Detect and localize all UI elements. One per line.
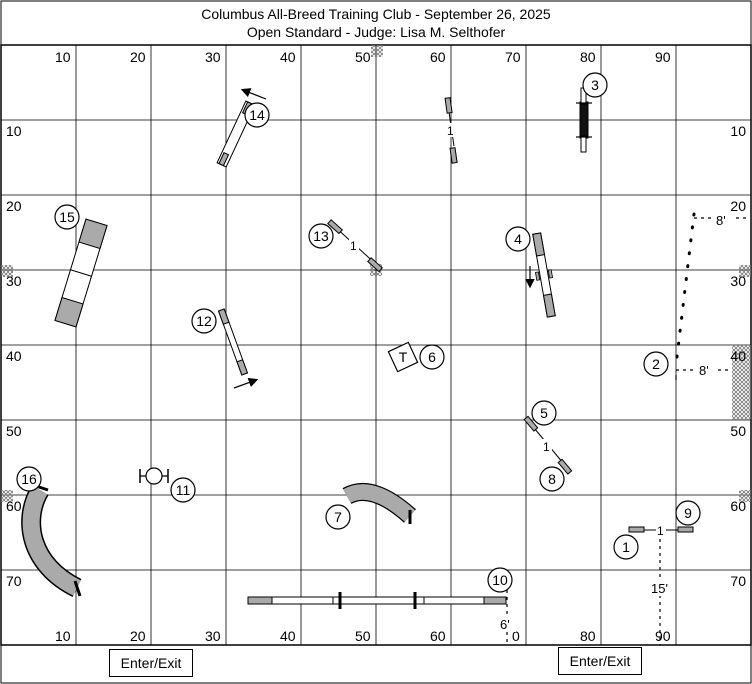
bottom-scale-label: 0	[512, 628, 520, 644]
obstacle-1: 1 1	[613, 523, 694, 560]
bottom-scale-label: 90	[655, 628, 671, 644]
left-scale-label: 50	[6, 423, 22, 439]
course-title: Columbus All-Breed Training Club - Septe…	[201, 6, 551, 22]
hatch-markers	[1, 45, 751, 502]
number-8: 8	[548, 471, 556, 487]
bottom-scale-label: 40	[280, 628, 296, 644]
obstacle-2: 2	[643, 351, 669, 377]
bar-label: 1	[447, 124, 454, 138]
number-15: 15	[59, 209, 75, 225]
number-10: 10	[492, 572, 508, 588]
bottom-scale-label: 60	[430, 628, 446, 644]
bottom-scale-label: 80	[580, 628, 596, 644]
obstacle-4: 4	[505, 226, 556, 318]
right-scale-label: 40	[730, 348, 746, 364]
number-12: 12	[196, 313, 212, 329]
number-6: 6	[428, 349, 436, 365]
number-7: 7	[334, 509, 342, 525]
bottom-scale-label: 50	[355, 628, 371, 644]
bar-label: 1	[657, 524, 664, 538]
course-subtitle: Open Standard - Judge: Lisa M. Selthofer	[246, 24, 506, 40]
right-scale-label: 30	[730, 273, 746, 289]
number-9: 9	[684, 505, 692, 521]
obstacle-14: 14	[216, 88, 270, 168]
left-scale-label: 60	[6, 498, 22, 514]
left-scale-label: 10	[6, 123, 22, 139]
right-scale-label: 50	[730, 423, 746, 439]
measurement-label: 6'	[500, 617, 510, 632]
left-scale-label: 20	[6, 198, 22, 214]
measurement-label: 8'	[699, 363, 709, 378]
number-3: 3	[591, 77, 599, 93]
bar-label: 1	[350, 239, 357, 253]
right-scale-label: 20	[730, 198, 746, 214]
top-scale-label: 40	[280, 49, 296, 65]
bar-label: 1	[543, 440, 550, 454]
number-5: 5	[540, 405, 548, 421]
enter-exit-left[interactable]: Enter/Exit	[109, 649, 193, 677]
obstacle-7: 7	[325, 483, 416, 530]
number-2: 2	[652, 356, 660, 372]
right-scale-label: 60	[730, 498, 746, 514]
scale-labels: 10 20 30 40 50 60 70 80 90 10 20 30 40 5…	[6, 49, 746, 644]
number-13: 13	[313, 228, 329, 244]
table-label: T	[399, 349, 408, 365]
obstacle-5-8: 1 5 8	[523, 400, 573, 492]
number-1-badge	[613, 534, 639, 560]
left-scale-label: 30	[6, 273, 22, 289]
left-scale-label: 70	[6, 573, 22, 589]
number-4: 4	[514, 231, 522, 247]
top-scale-label: 20	[130, 49, 146, 65]
measurement-lines: 8' 8' 15' 6'	[498, 212, 750, 645]
right-scale-label: 70	[730, 573, 746, 589]
extra-bar-jump: 1	[444, 97, 458, 164]
obstacle-3: 3	[576, 72, 608, 153]
obstacle-16: 16	[16, 466, 82, 597]
obstacle-12: 12	[191, 308, 259, 389]
obstacle-11: 11	[139, 467, 196, 503]
bottom-scale-label: 30	[205, 628, 221, 644]
bottom-scale-label: 10	[55, 628, 71, 644]
top-scale-label: 80	[580, 49, 596, 65]
dotted-line	[674, 212, 696, 367]
left-scale-label: 40	[6, 348, 22, 364]
number-11: 11	[176, 482, 191, 498]
obstacle-9: 9	[675, 500, 701, 526]
obstacle-10: 10	[247, 567, 513, 609]
top-scale-label: 60	[430, 49, 446, 65]
bottom-scale-label: 20	[130, 628, 146, 644]
top-scale-label: 10	[55, 49, 71, 65]
number-14: 14	[249, 107, 265, 123]
measurement-label: 8'	[716, 213, 726, 228]
grid-lines	[1, 45, 751, 645]
top-scale-label: 30	[205, 49, 221, 65]
obstacle-13: 1 13	[308, 219, 383, 273]
obstacle-15: 15	[54, 204, 108, 328]
number-16: 16	[21, 471, 37, 487]
measurement-label: 15'	[651, 581, 668, 596]
right-scale-label: 10	[730, 123, 746, 139]
top-scale-label: 70	[505, 49, 521, 65]
obstacle-6: T 6	[387, 341, 445, 373]
enter-exit-right[interactable]: Enter/Exit	[558, 647, 642, 675]
top-scale-label: 50	[355, 49, 371, 65]
top-scale-label: 90	[655, 49, 671, 65]
number-1: 1	[622, 539, 630, 555]
